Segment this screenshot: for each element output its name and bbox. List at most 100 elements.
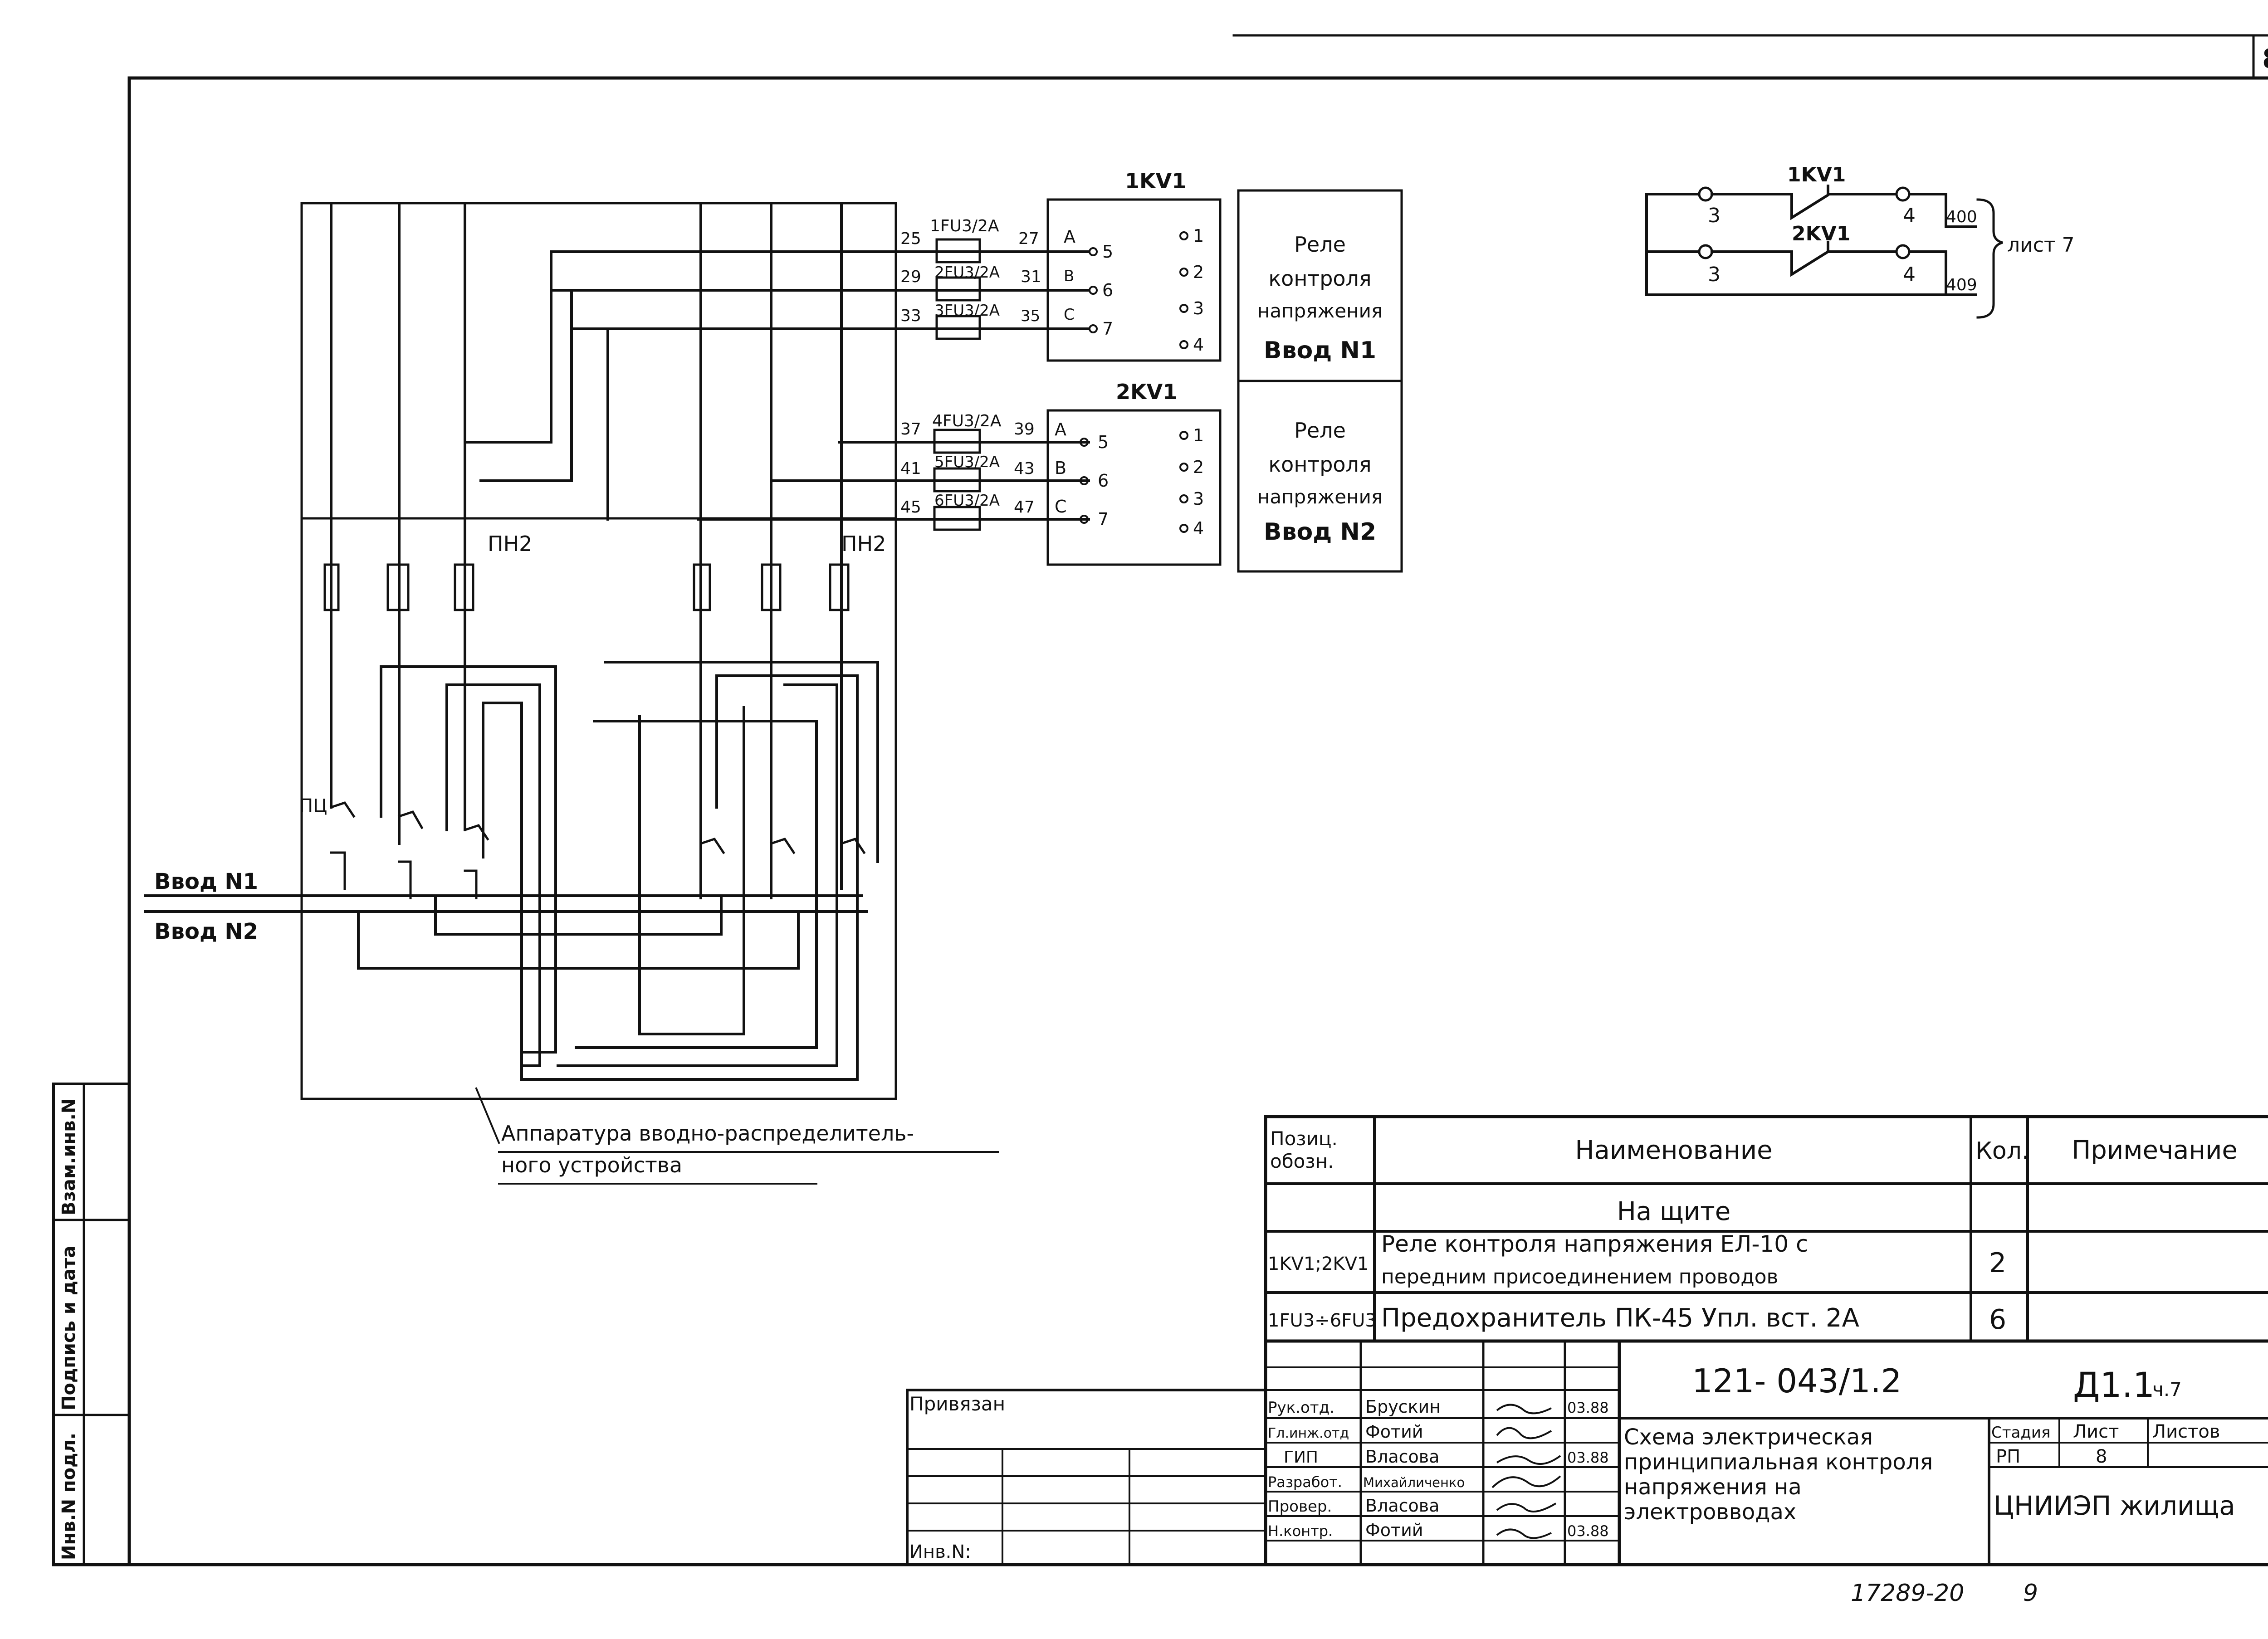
wire-39: 39	[1014, 420, 1035, 439]
wire-47: 47	[1014, 498, 1035, 517]
relay-2kv1-label-2: контроля	[1268, 452, 1371, 477]
header-pos: Позиц.обозн.	[1270, 1127, 1338, 1172]
relay-1kv1-label-4: Ввод N1	[1264, 337, 1376, 364]
row1-name2: передним присоединением проводов	[1381, 1265, 1779, 1288]
terminal-5-2: 5	[1098, 432, 1109, 452]
relay-1kv1-section: 1KV1 Реле контроля напряжения Ввод N1 25…	[550, 169, 1403, 382]
switchgear-caption-1: Аппаратура вводно-распределитель-	[501, 1121, 914, 1146]
phase-c-2: C	[1055, 497, 1067, 517]
archive-page: 9	[2023, 1580, 2038, 1607]
terminal-2: 2	[1193, 262, 1204, 282]
relay-1kv1-title: 1KV1	[1125, 169, 1186, 193]
role-3: Разработ.	[1268, 1473, 1342, 1491]
sheet-header: Лист	[2073, 1421, 2119, 1442]
switchgear: ПН2 ПН2 ПЦ Ввод N1 Ввод N2 Аппаратура вв…	[144, 202, 999, 1185]
wire-35: 35	[1021, 307, 1040, 325]
terminal-1-2: 1	[1193, 425, 1204, 445]
terminal-5: 5	[1102, 242, 1113, 262]
stamp-inv-podl: Инв.N подл.	[59, 1433, 79, 1560]
terminal-4-2: 4	[1193, 518, 1204, 538]
contact-diagram: 1KV1 2KV1 3 3 4 4 400 409 лист 7	[1645, 163, 2075, 319]
title-line-1: принципиальная контроля	[1624, 1449, 1933, 1475]
input-2-label: Ввод N2	[154, 919, 258, 944]
fuse-label-right: ПН2	[841, 532, 886, 556]
fuse-6fu3: 6FU3/2A	[934, 492, 1000, 510]
stage-value: РП	[1996, 1446, 2020, 1467]
spec-table: Позиц.обозн. Наименование Кол. Примечани…	[1264, 1115, 2268, 1343]
document-code: 121- 043/1.2	[1692, 1362, 1901, 1400]
row1-pos: 1KV1;2KV1	[1268, 1254, 1369, 1274]
terminal-3-2: 3	[1193, 489, 1204, 509]
fuse-2fu3: 2FU3/2A	[934, 263, 1000, 282]
contact-relay-2: 2KV1	[1792, 222, 1850, 245]
date-2: 03.88	[1567, 1449, 1609, 1466]
fuse-label-left: ПН2	[488, 532, 532, 556]
relay-2kv1-section: 2KV1 Реле контроля напряжения Ввод N2 37…	[697, 380, 1403, 573]
sheet-frame: 8	[52, 34, 2268, 1566]
stamp-vzam-inv: Взам.инв.N	[59, 1098, 79, 1215]
name-4: Власова	[1365, 1496, 1439, 1516]
side-stamp: Инв.N подл. Подпись и дата Взам.инв.N	[52, 1083, 131, 1566]
stamp-signature-date: Подпись и дата	[59, 1246, 79, 1410]
contact-terminal-4b: 4	[1903, 263, 1916, 286]
terminal-1: 1	[1193, 226, 1204, 246]
relay-2kv1-box	[1046, 409, 1222, 566]
terminal-7: 7	[1102, 319, 1113, 339]
wire-27: 27	[1018, 229, 1039, 248]
role-2: ГИП	[1284, 1448, 1318, 1467]
input-1-label: Ввод N1	[154, 869, 258, 894]
wire-45: 45	[900, 498, 921, 517]
phase-a: A	[1064, 227, 1075, 247]
inv-no-label: Инв.N:	[909, 1541, 971, 1562]
name-2: Власова	[1365, 1447, 1439, 1467]
privyazan-label: Привязан	[909, 1393, 1005, 1415]
row1-qty: 2	[1989, 1247, 2006, 1279]
contact-reference: лист 7	[2007, 234, 2075, 257]
terminal-4: 4	[1193, 335, 1204, 355]
section-title: На щите	[1617, 1197, 1730, 1226]
contact-relay-1: 1KV1	[1787, 163, 1846, 186]
contact-terminal-3b: 3	[1708, 263, 1721, 286]
relay-1kv1-box	[1046, 198, 1222, 362]
sheet-value: 8	[2096, 1446, 2107, 1467]
phase-a-2: A	[1055, 420, 1066, 439]
relay-2kv1-label-box	[1237, 380, 1403, 573]
switch-label: ПЦ	[299, 795, 327, 816]
date-5: 03.88	[1567, 1522, 1609, 1540]
title-line-3: электровводах	[1624, 1499, 1796, 1525]
row2-pos: 1FU3÷6FU3	[1268, 1310, 1377, 1331]
row1-name1: Реле контроля напряжения ЕЛ-10 с	[1381, 1231, 1808, 1257]
terminal-2-2: 2	[1193, 457, 1204, 477]
relay-2kv1-title: 2KV1	[1116, 380, 1177, 404]
relay-2kv1-label-1: Реле	[1294, 418, 1346, 443]
terminal-7-2: 7	[1098, 509, 1109, 529]
relay-1kv1-label-3: напряжения	[1257, 300, 1383, 322]
wire-37: 37	[900, 420, 921, 439]
role-5: Н.контр.	[1268, 1522, 1333, 1540]
name-3: Михайличенко	[1363, 1475, 1465, 1490]
fuse-4fu3: 4FU3/2A	[932, 412, 1002, 430]
row2-qty: 6	[1989, 1304, 2006, 1336]
title-block: Привязан Инв.N: Рук.отд. Гл.инж.отд ГИП …	[906, 1339, 2268, 1566]
archive-number: 17289-20	[1851, 1580, 1964, 1607]
wire-31: 31	[1021, 268, 1041, 286]
wire-41: 41	[900, 459, 921, 478]
name-5: Фотий	[1365, 1520, 1423, 1540]
contact-wire-409: 409	[1946, 276, 1977, 294]
contact-terminal-4a: 4	[1903, 204, 1916, 227]
contact-terminal-3a: 3	[1708, 204, 1721, 227]
relay-1kv1-label-2: контроля	[1268, 266, 1371, 291]
wire-33: 33	[900, 307, 921, 325]
organization: ЦНИИЭП жилища	[1994, 1490, 2235, 1521]
terminal-6-2: 6	[1098, 471, 1109, 491]
role-4: Провер.	[1268, 1498, 1332, 1516]
row2-name1: Предохранитель ПК-45 Упл. вст. 2А	[1381, 1303, 1859, 1333]
role-0: Рук.отд.	[1268, 1399, 1334, 1417]
date-0: 03.88	[1567, 1399, 1609, 1416]
contact-wire-400: 400	[1946, 208, 1977, 226]
terminal-3: 3	[1193, 298, 1204, 318]
stage-header: Стадия	[1991, 1424, 2050, 1442]
relay-2kv1-label-3: напряжения	[1257, 486, 1383, 508]
part-sub: ч.7	[2152, 1378, 2182, 1400]
